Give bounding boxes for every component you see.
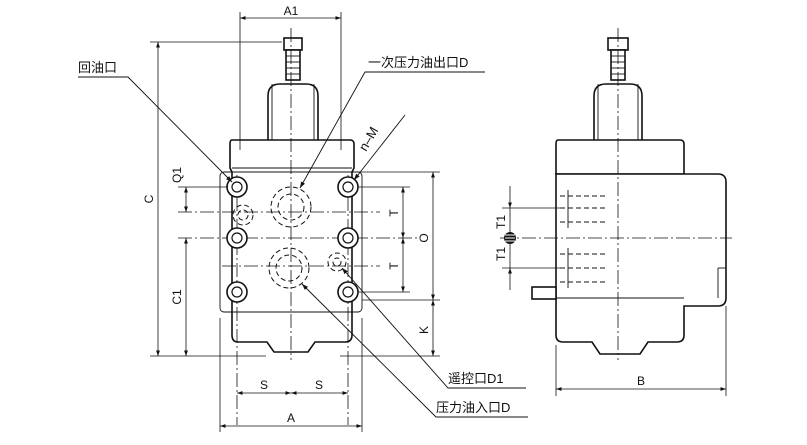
bonnet xyxy=(267,83,319,140)
side-plug xyxy=(504,232,516,244)
callout-remote-port: 遥控口D1 xyxy=(448,371,504,386)
bolt-hole-mid-left xyxy=(226,227,248,249)
dim-t-lower-label: T xyxy=(387,262,401,270)
callout-bolt-holes: n–M xyxy=(356,124,382,153)
dim-c1-label: C1 xyxy=(170,289,184,305)
dim-a1-label: A1 xyxy=(284,4,299,18)
dim-s-left-label: S xyxy=(260,378,268,392)
callout-primary-outlet: 一次压力油出口D xyxy=(368,55,468,70)
valve-body xyxy=(229,139,355,353)
side-view xyxy=(500,28,732,360)
front-dimensions: A1 C Q1 C1 O T T K S S xyxy=(142,4,440,432)
inlet-port-hidden xyxy=(268,247,310,289)
adjusting-screw xyxy=(283,37,303,81)
front-view xyxy=(178,28,420,425)
bolt-hole-bottom-right xyxy=(337,281,359,303)
return-port-hidden xyxy=(232,204,254,226)
dim-k-label: K xyxy=(417,326,431,334)
side-dimensions: T1 T1 B xyxy=(494,186,727,396)
side-stud xyxy=(531,286,557,300)
side-main-body xyxy=(555,173,727,355)
dim-a-label: A xyxy=(287,411,295,425)
dim-t-upper-label: T xyxy=(387,209,401,217)
callout-return-port: 回油口 xyxy=(78,60,117,75)
dim-t1-upper-label: T1 xyxy=(494,215,508,229)
dim-o-label: O xyxy=(417,233,431,242)
bolt-hole-mid-right xyxy=(337,227,359,249)
outlet-port-hidden xyxy=(270,186,312,228)
side-hidden-ports xyxy=(560,190,606,288)
callout-pressure-inlet: 压力油入口D xyxy=(436,400,510,415)
dim-c-label: C xyxy=(142,194,156,203)
dim-q1-label: Q1 xyxy=(170,167,184,183)
dim-s-right-label: S xyxy=(315,378,323,392)
side-upper-block xyxy=(555,139,685,175)
dim-b-label: B xyxy=(637,374,645,388)
dim-t1-lower-label: T1 xyxy=(494,247,508,261)
remote-port-hidden xyxy=(327,252,347,272)
bolt-hole-top-right xyxy=(337,176,359,198)
bolt-hole-bottom-left xyxy=(226,281,248,303)
